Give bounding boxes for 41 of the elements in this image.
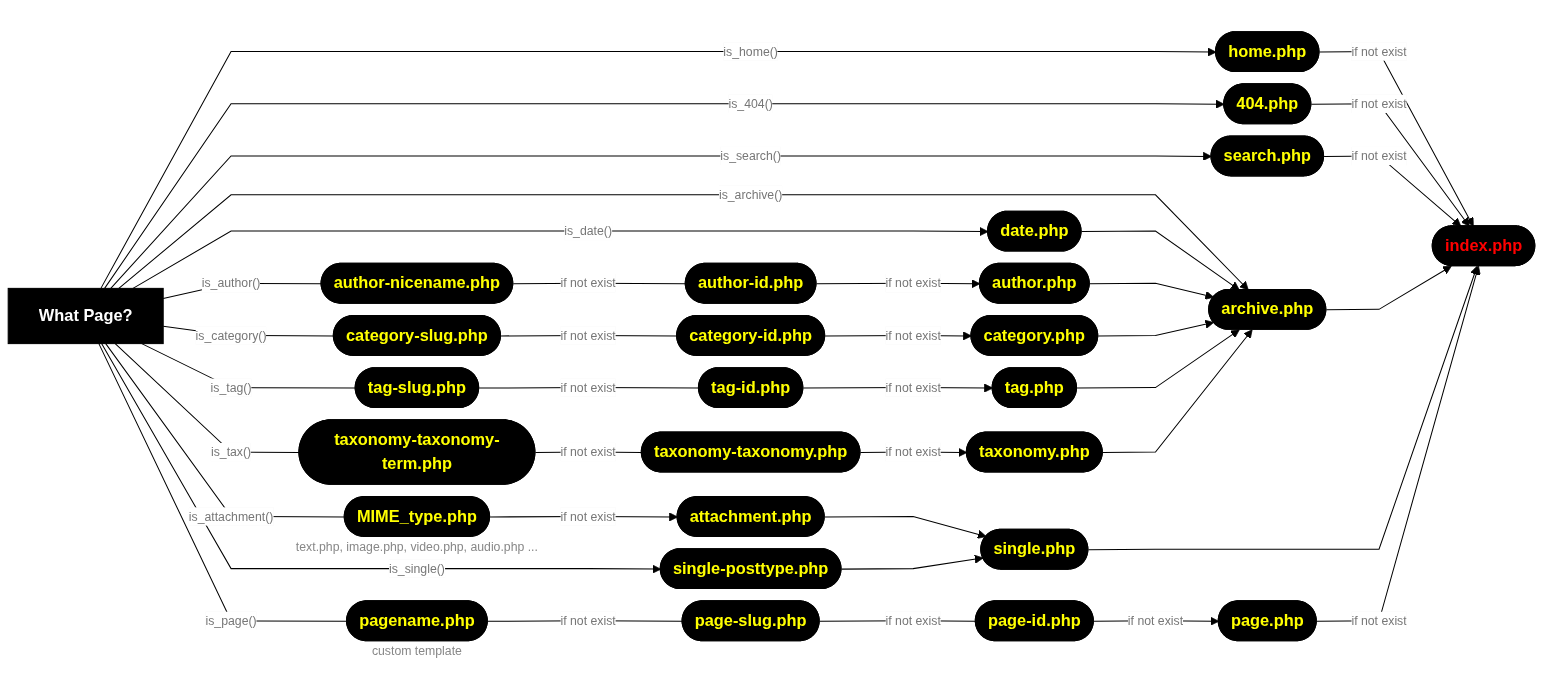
edge-label: is_page() (205, 613, 257, 628)
edge-label: if not exist (1127, 613, 1184, 628)
edge-label: is_tax() (210, 444, 252, 460)
arrow (1089, 282, 1215, 300)
arrow (824, 515, 987, 539)
edge-label: if not exist (560, 276, 616, 291)
edge-label: is_home() (723, 44, 778, 59)
edge-label: if not exist (560, 380, 616, 395)
edge-label: if not exist (885, 328, 941, 343)
edge-label: if not exist (560, 509, 616, 524)
edge-label: if not exist (560, 444, 616, 460)
edge-label: if not exist (1351, 44, 1407, 59)
edge-label: if not exist (560, 328, 616, 343)
edge-label: if not exist (885, 444, 941, 460)
edge-label: if not exist (885, 380, 941, 395)
edge-label: if not exist (1351, 613, 1407, 628)
edge-label: is_single() (388, 561, 445, 576)
edge-label: is_404() (728, 96, 773, 111)
arrow (841, 554, 984, 570)
arrow (1316, 265, 1481, 622)
edge-label: if not exist (1351, 96, 1407, 111)
arrow (1102, 329, 1253, 454)
arrow (1097, 319, 1215, 337)
arrow (1081, 230, 1240, 291)
edge-label: if not exist (1351, 148, 1407, 164)
arrow (1076, 329, 1240, 389)
edge-label: if not exist (885, 613, 941, 628)
node-label: text.php, image.php, video.php, audio.php ... (295, 539, 538, 554)
edge-label: is_attachment() (188, 509, 274, 524)
node-box: What Page? (7, 287, 164, 345)
edge-label: is_author() (201, 276, 261, 291)
edge-label: if not exist (885, 276, 941, 291)
edge-label: is_date() (564, 223, 612, 239)
arrow (1325, 265, 1452, 311)
edge-label: if not exist (560, 613, 616, 628)
node-label: custom template (371, 644, 462, 659)
edge-label: is_tag() (210, 380, 252, 395)
edge-label: is_search() (720, 148, 781, 164)
edge-label: is_category() (195, 328, 267, 343)
arrow (1087, 265, 1479, 551)
edge-label: is_archive() (718, 187, 783, 202)
